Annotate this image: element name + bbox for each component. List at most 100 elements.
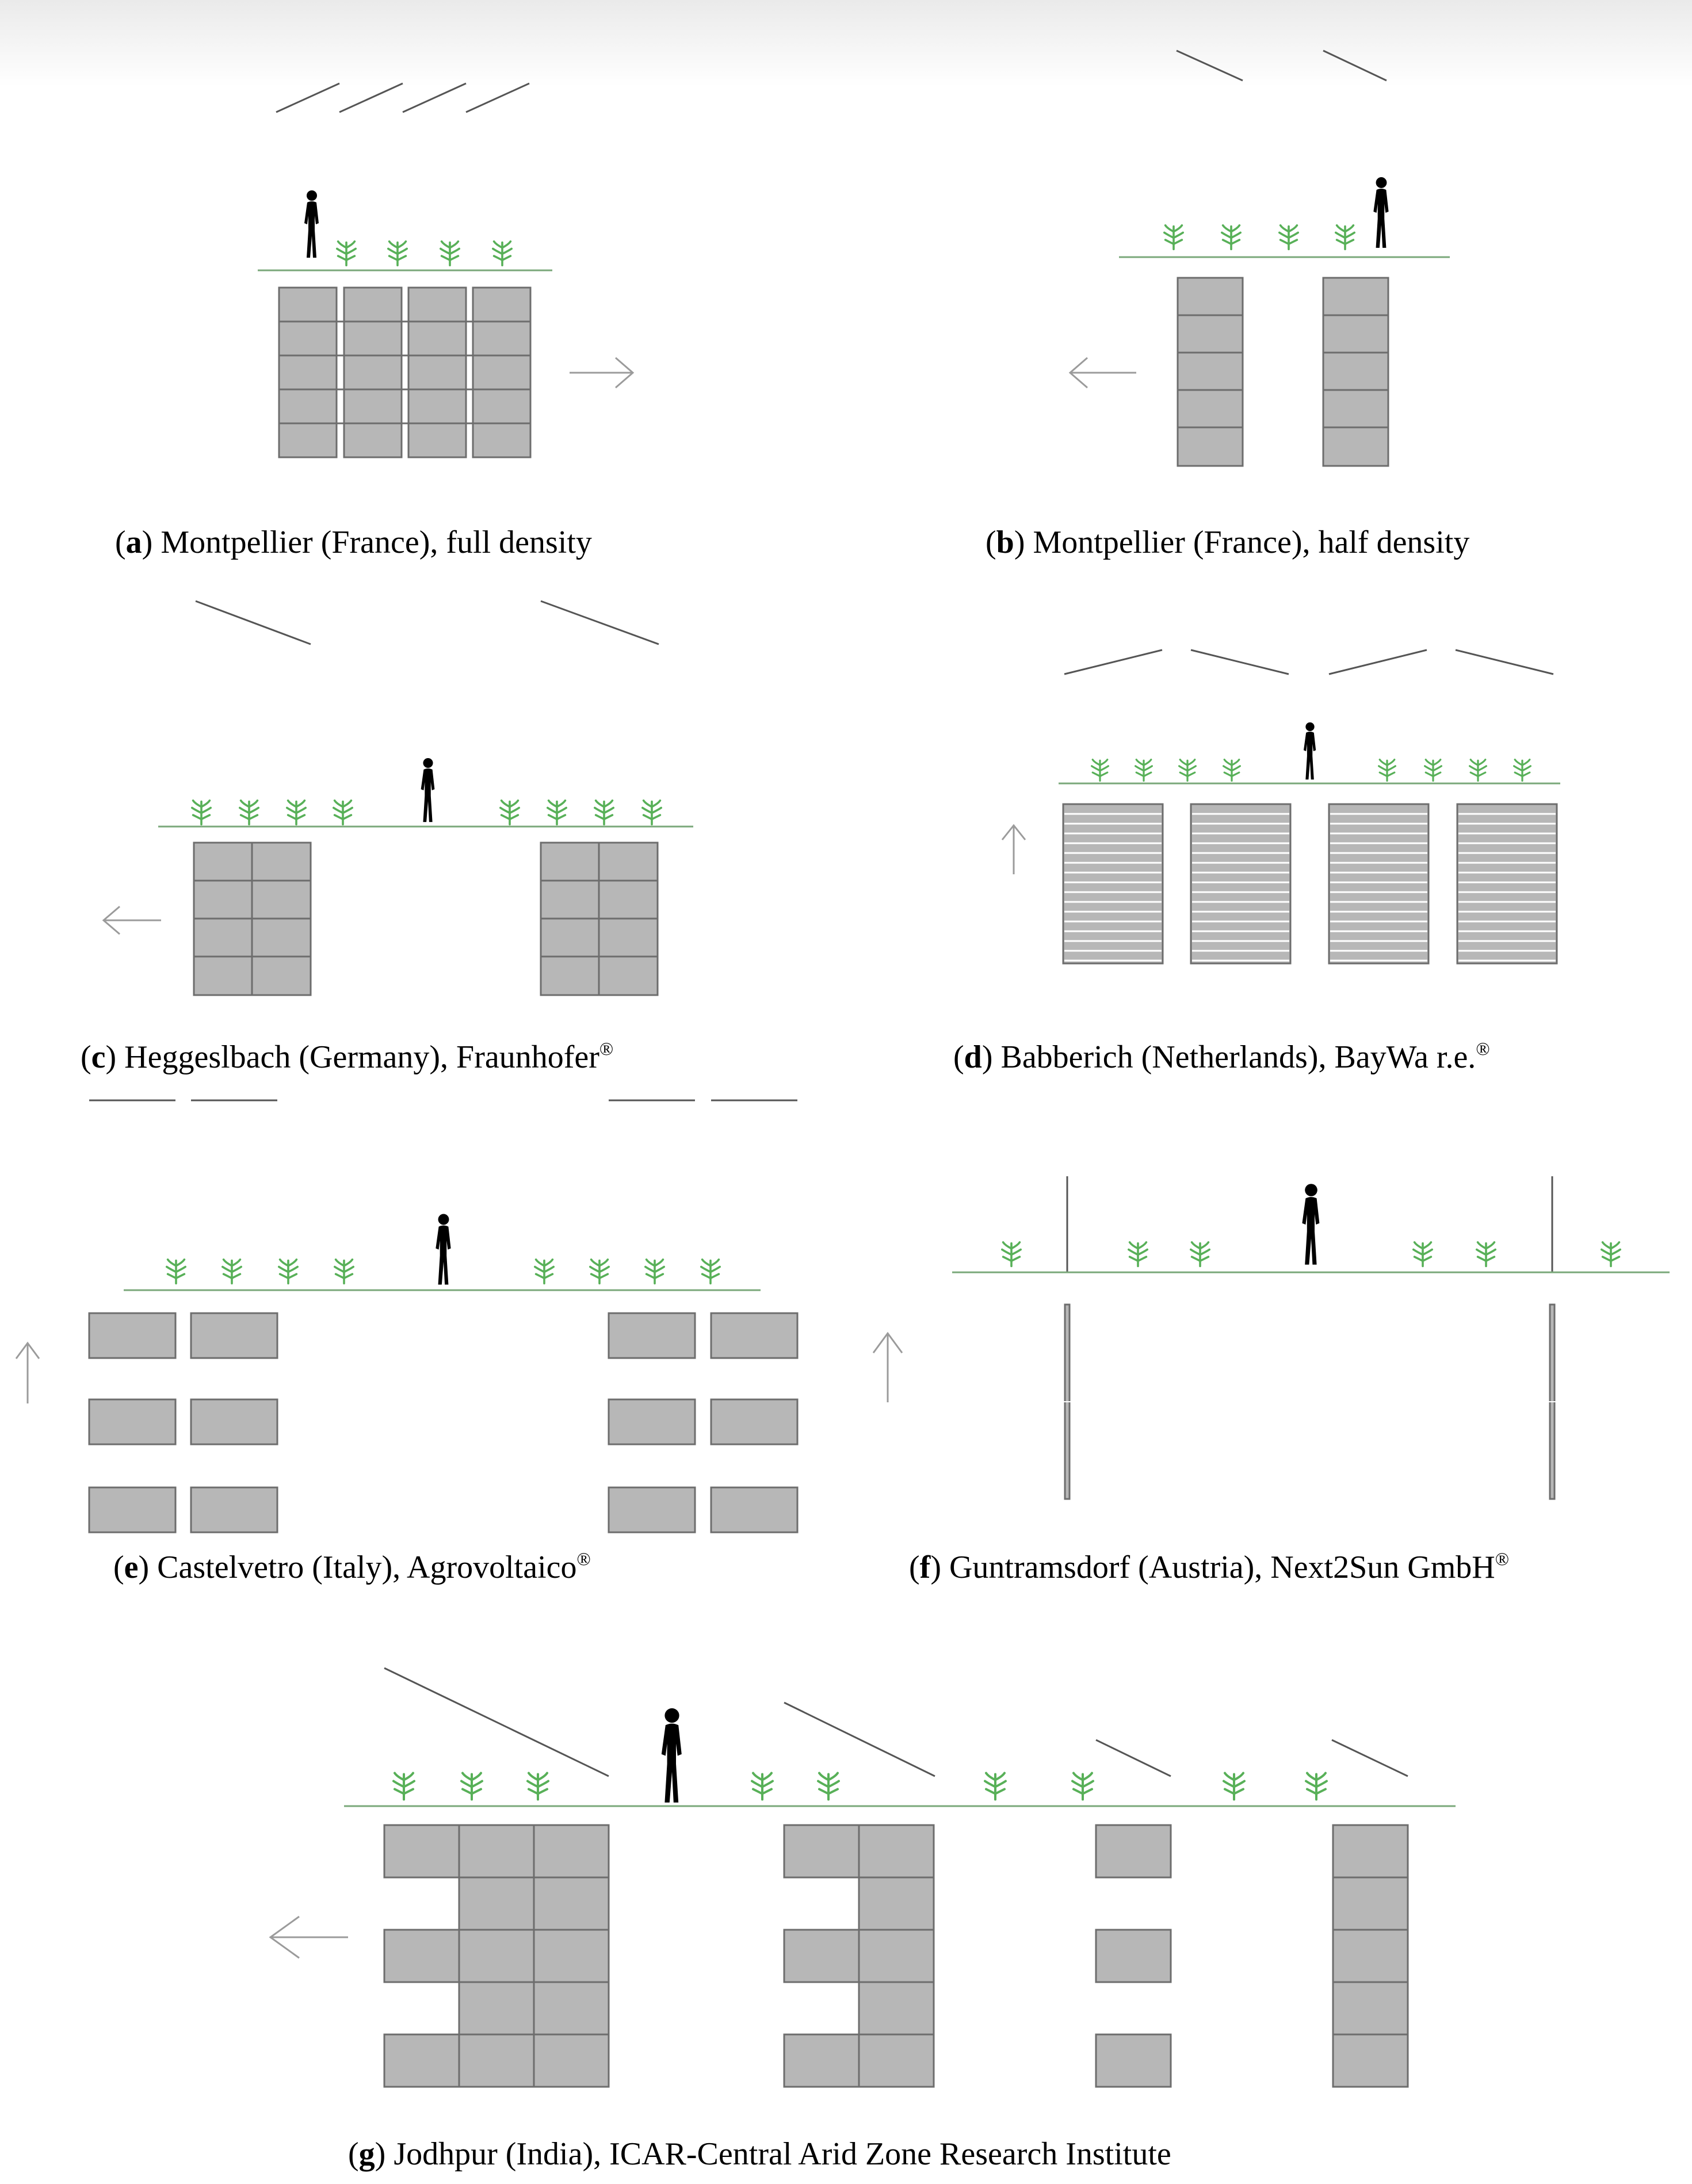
caption-site: Guntramsdorf (Austria), Next2Sun GmbH	[949, 1550, 1495, 1585]
plant-icon	[818, 1773, 839, 1800]
caption-letter: g	[358, 2136, 375, 2172]
plant-icon	[528, 1773, 548, 1800]
plant-icon	[534, 1259, 555, 1284]
caption-site: Castelvetro (Italy), Agrovoltaico	[157, 1550, 577, 1585]
caption-site: Heggeslbach (Germany), Fraunhofer	[124, 1039, 599, 1075]
arrow-icon	[269, 1915, 348, 1959]
plant-icon	[1091, 758, 1109, 782]
vertical-pv-panels	[1064, 1303, 1556, 1500]
plant-icon	[1178, 758, 1197, 782]
layout-f-guntramsdorf	[872, 1176, 1670, 1500]
sun-path-lines	[1176, 49, 1387, 82]
arrow-icon	[872, 1332, 903, 1402]
pv-panel-dividers	[1178, 314, 1388, 429]
layout-d-babberich	[1001, 649, 1560, 965]
person-icon	[661, 1708, 682, 1803]
pv-panel-dividers	[194, 843, 658, 995]
layout-b-half-density	[1068, 49, 1450, 467]
plant-icon	[333, 800, 353, 825]
sun-path-lines	[384, 1667, 1408, 1777]
caption-letter: d	[964, 1039, 982, 1075]
plant-icon	[394, 1773, 414, 1800]
pv-panel-stripes	[1064, 813, 1556, 962]
caption-b: (b) Montpellier (France), half density	[986, 525, 1470, 560]
plant-icon	[1163, 224, 1184, 250]
plant-icon	[334, 1259, 354, 1284]
plant-icon	[1335, 224, 1355, 250]
plant-icon	[336, 240, 357, 266]
caption-letter: e	[124, 1550, 139, 1585]
person-icon	[1302, 1184, 1320, 1265]
person-icon	[421, 758, 435, 823]
person-icon	[1373, 177, 1389, 248]
plant-icon	[547, 800, 567, 825]
plant-icon	[1414, 1242, 1432, 1266]
plant-icon	[644, 1259, 665, 1284]
pv-panel-grid	[278, 286, 532, 458]
caption-g: (g) Jodhpur (India), ICAR-Central Arid Z…	[348, 2136, 1171, 2172]
layout-c-heggelbach	[102, 600, 693, 996]
pv-panel-rows	[88, 1312, 799, 1533]
caption-a: (a) Montpellier (France), full density	[115, 525, 592, 560]
caption-letter: c	[91, 1039, 106, 1075]
arrow-icon	[1001, 824, 1026, 874]
plant-icon	[286, 800, 307, 825]
caption-site: Babberich (Netherlands), BayWa r.e.	[1000, 1039, 1476, 1075]
plant-icon	[1306, 1773, 1327, 1800]
plant-icon	[985, 1773, 1006, 1800]
layout-e-castelvetro	[15, 1099, 799, 1533]
caption-letter: b	[996, 525, 1014, 560]
caption-site: Montpellier (France), full density	[161, 525, 592, 560]
plant-icon	[492, 240, 513, 266]
caption-letter: a	[125, 525, 142, 560]
registered-mark: ®	[599, 1038, 614, 1059]
arrow-icon	[1068, 357, 1136, 389]
sun-path-lines	[276, 82, 530, 113]
plant-icon	[1191, 1242, 1209, 1266]
plant-icon	[191, 800, 212, 825]
plant-icon	[1424, 758, 1442, 782]
person-icon	[436, 1214, 451, 1285]
caption-site: Jodhpur (India), ICAR-Central Arid Zone …	[394, 2136, 1171, 2172]
plant-icon	[594, 800, 614, 825]
caption-c: (c) Heggeslbach (Germany), Fraunhofer®	[81, 1038, 614, 1075]
layout-g-jodhpur	[269, 1667, 1456, 2088]
caption-letter: f	[919, 1550, 931, 1585]
plant-icon	[166, 1259, 186, 1284]
caption-site: Montpellier (France), half density	[1033, 525, 1470, 560]
layout-a-full-density	[258, 82, 635, 458]
sun-path-lines	[195, 600, 659, 645]
pv-panel-columns	[1177, 277, 1389, 467]
plant-icon	[387, 240, 408, 266]
registered-mark: ®	[1495, 1548, 1510, 1569]
plant-icon	[1477, 1242, 1495, 1266]
plant-icon	[1223, 758, 1241, 782]
pv-panel-blocks	[1062, 803, 1558, 965]
plant-icon	[1278, 224, 1299, 250]
plant-icon	[1378, 758, 1396, 782]
top-shade	[0, 0, 1692, 86]
plant-icon	[1224, 1773, 1244, 1800]
plant-icon	[1002, 1242, 1021, 1266]
plant-icon	[278, 1259, 299, 1284]
plant-icon	[589, 1259, 610, 1284]
sun-path-lines	[1064, 649, 1554, 675]
caption-f: (f) Guntramsdorf (Austria), Next2Sun Gmb…	[909, 1548, 1510, 1585]
plant-icon	[1135, 758, 1153, 782]
vertical-pv-posts	[1066, 1176, 1553, 1272]
person-icon	[304, 190, 319, 258]
plant-icon	[641, 800, 662, 825]
plant-icon	[1221, 224, 1242, 250]
plant-icon	[221, 1259, 242, 1284]
plant-icon	[1072, 1773, 1093, 1800]
plant-icon	[239, 800, 259, 825]
arrow-icon	[570, 357, 635, 389]
plant-icon	[440, 240, 460, 266]
plant-icon	[1602, 1242, 1620, 1266]
plant-icon	[700, 1259, 721, 1284]
registered-mark: ®	[576, 1548, 591, 1569]
registered-mark: ®	[1476, 1038, 1490, 1059]
plant-icon	[1129, 1242, 1147, 1266]
plant-icon	[1513, 758, 1531, 782]
plant-icon	[499, 800, 520, 825]
